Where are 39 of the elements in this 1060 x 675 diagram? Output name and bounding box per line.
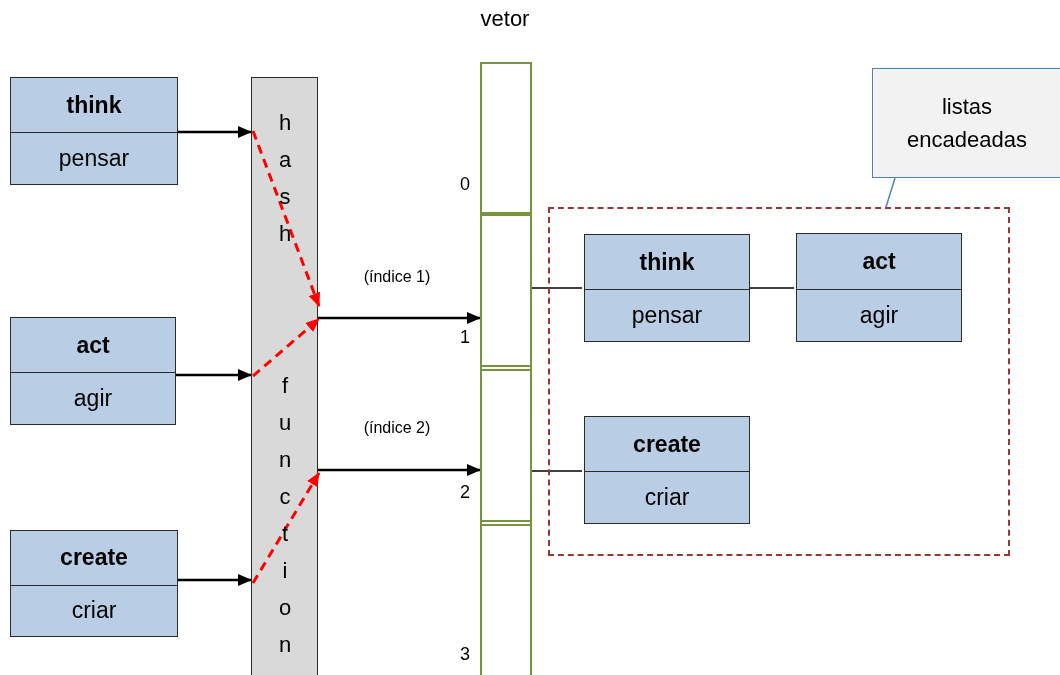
array-cell (480, 214, 532, 367)
connector-line (531, 470, 583, 472)
word-label: act (11, 318, 175, 374)
translation-label: pensar (57, 144, 131, 174)
hash-function-box (251, 77, 318, 675)
translation-label: criar (643, 483, 691, 513)
index-label: 3 (460, 644, 470, 665)
word-label: act (797, 234, 961, 290)
word-card (584, 416, 750, 524)
translation-label: criar (70, 596, 118, 626)
arrow (178, 126, 252, 138)
arrow (178, 574, 252, 586)
arrow (318, 312, 481, 324)
vertical-label: hash function (273, 110, 296, 669)
word-card (10, 77, 178, 185)
arrow (318, 464, 481, 476)
array-cell (480, 369, 532, 522)
edge-label: (índice 1) (363, 268, 431, 286)
callout-text: listas encadeadas (906, 93, 1028, 154)
index-label: 0 (460, 174, 470, 195)
edge-label: (índice 2) (363, 419, 431, 437)
word-label: create (585, 417, 749, 473)
word-label: think (11, 78, 177, 134)
arrow (176, 369, 252, 381)
translation-label: agir (72, 384, 114, 414)
word-card (10, 530, 178, 637)
index-label: 2 (460, 482, 470, 503)
word-card (584, 234, 750, 342)
connector-line (531, 287, 583, 289)
word-label: create (11, 531, 177, 586)
word-card (796, 233, 962, 342)
translation-label: agir (858, 300, 900, 330)
linked-lists-region (548, 207, 1010, 556)
word-card (10, 317, 176, 425)
index-label: 1 (460, 327, 470, 348)
array-title: vetor (480, 6, 530, 32)
word-label: think (585, 235, 749, 291)
callout-bubble (872, 68, 1060, 178)
translation-label: pensar (630, 301, 704, 331)
